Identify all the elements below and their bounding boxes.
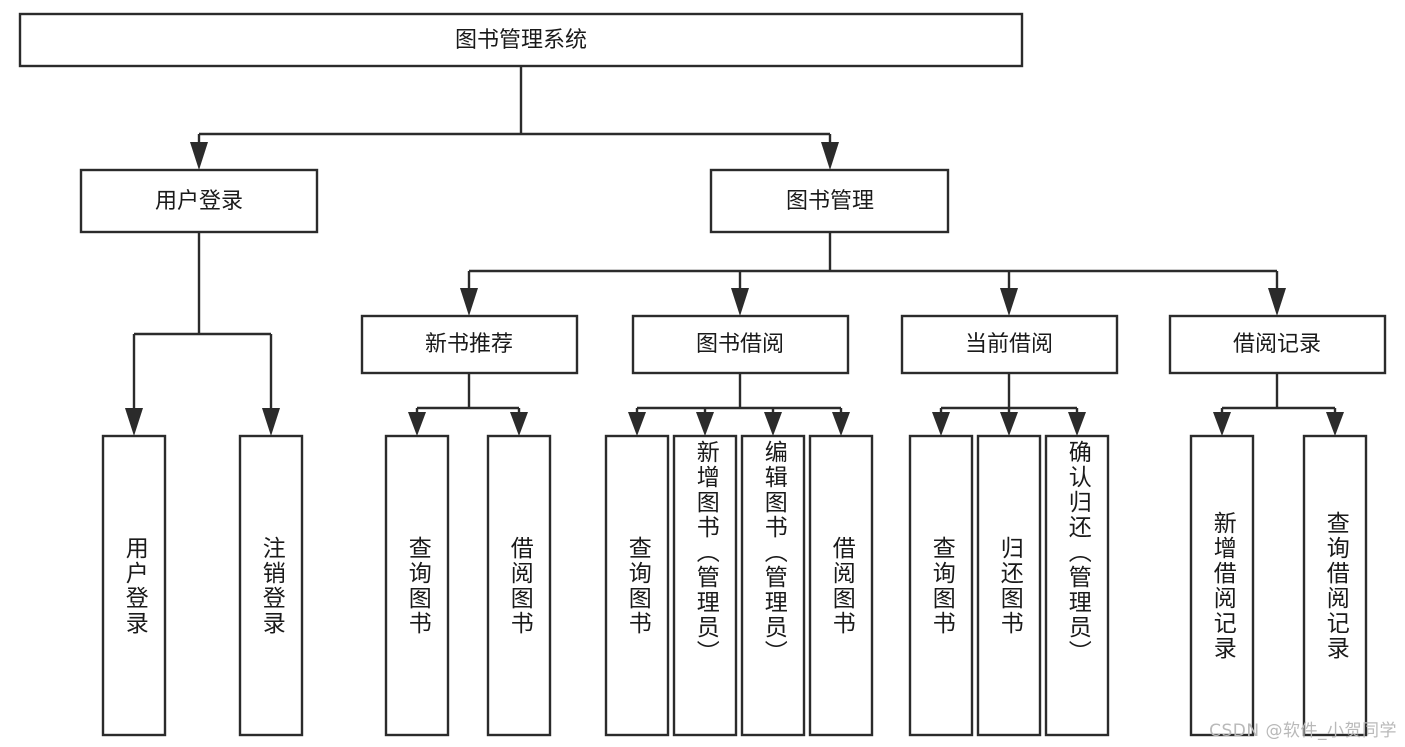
arrow-head-leaf-return-book — [1000, 412, 1018, 436]
arrow-head-book-mgmt — [821, 142, 839, 170]
node-new-book-recommendation-label: 新书推荐 — [425, 332, 513, 357]
leaf-node-query-book-current[interactable] — [908, 434, 974, 737]
leaf-node-borrow-book-rec[interactable] — [486, 434, 552, 737]
node-current-borrowing[interactable] — [900, 314, 1119, 375]
node-current-borrowing-label: 当前借阅 — [965, 332, 1053, 357]
leaf-node-user-login[interactable] — [101, 434, 167, 737]
leaf-node-edit-book-admin[interactable] — [740, 434, 806, 737]
arrow-head-leaf-borrow-book-a — [510, 412, 528, 436]
leaf-node-logout[interactable] — [238, 434, 304, 737]
arrow-head-leaf-query-book-c — [932, 412, 950, 436]
arrow-head-leaf-query-book-a — [408, 412, 426, 436]
arrow-head-user-login — [190, 142, 208, 170]
leaf-node-confirm-return-admin[interactable] — [1044, 434, 1110, 737]
node-borrowing-record[interactable] — [1168, 314, 1387, 375]
csdn-watermark: CSDN @软件_小贺同学 — [1209, 721, 1397, 741]
node-book-management-label: 图书管理 — [786, 189, 874, 214]
node-user-login-label: 用户登录 — [155, 189, 243, 214]
arrow-head-borrow-record — [1268, 288, 1286, 316]
arrow-head-book-borrow — [731, 288, 749, 316]
arrow-head-leaf-edit-book — [764, 412, 782, 436]
leaf-node-query-book-rec[interactable] — [384, 434, 450, 737]
node-user-login[interactable] — [79, 168, 319, 234]
leaf-node-return-book[interactable] — [976, 434, 1042, 737]
leaf-node-query-book-borrow[interactable] — [604, 434, 670, 737]
arrow-head-leaf-confirm-return — [1068, 412, 1086, 436]
leaf-node-query-borrow-record[interactable] — [1302, 434, 1368, 737]
node-book-borrowing-label: 图书借阅 — [696, 332, 784, 357]
node-book-borrowing[interactable] — [631, 314, 850, 375]
arrow-head-leaf-borrow-book-b — [832, 412, 850, 436]
node-root-book-management-system[interactable] — [18, 12, 1024, 68]
leaf-node-add-borrow-record[interactable] — [1189, 434, 1255, 737]
leaf-node-add-book-admin[interactable] — [672, 434, 738, 737]
arrow-head-leaf-add-book — [696, 412, 714, 436]
arrow-head-leaf-add-record — [1213, 412, 1231, 436]
node-book-management[interactable] — [709, 168, 950, 234]
label-layer: 图书管理系统 用户登录 图书管理 新书推荐 图书借阅 当前借阅 借阅记录 — [155, 28, 1321, 357]
node-layer — [18, 12, 1387, 737]
arrow-head-leaf-user-login — [125, 408, 143, 436]
arrow-head-current-borrow — [1000, 288, 1018, 316]
arrow-head-leaf-query-record — [1326, 412, 1344, 436]
node-new-book-recommendation[interactable] — [360, 314, 579, 375]
node-root-label: 图书管理系统 — [455, 28, 587, 53]
connector-layer — [125, 66, 1344, 436]
arrow-head-new-book-rec — [460, 288, 478, 316]
leaf-node-borrow-book-borrow[interactable] — [808, 434, 874, 737]
arrow-head-leaf-query-book-b — [628, 412, 646, 436]
node-borrowing-record-label: 借阅记录 — [1233, 332, 1321, 357]
arrow-head-leaf-logout — [262, 408, 280, 436]
